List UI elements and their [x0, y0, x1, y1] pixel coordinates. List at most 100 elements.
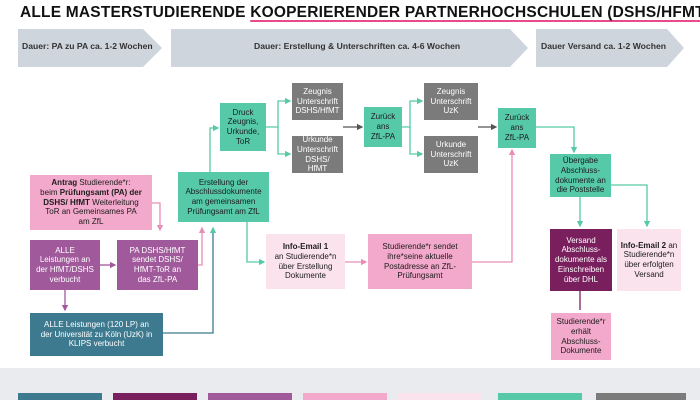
info-email-2-title: Info-Email 2	[620, 240, 667, 250]
page-title: ALLE MASTERSTUDIERENDE KOOPERIERENDER PA…	[20, 4, 700, 22]
uebergabe-line: Abschluss-	[560, 165, 601, 175]
arrow-postadresse-to-zurueck2	[472, 148, 516, 263]
zurueck-2-line: Zurück	[504, 113, 530, 123]
arrow-antrag-to-pa	[152, 202, 164, 232]
zurueck-zfl-box-2: Zurück ans ZfL-PA	[498, 108, 536, 148]
phase-arrow-3	[536, 29, 684, 67]
erhaelt-box: Studierende*r erhält Abschluss- Dokument…	[551, 313, 611, 360]
zeugnis-dshs-line: Zeugnis	[303, 86, 332, 96]
antrag-box: Antrag Studierende*r: beim Prüfungsamt (…	[30, 175, 152, 230]
pa-dshs-line: sendet DSHS/	[132, 255, 183, 265]
druck-box: Druck Zeugnis, Urkunde, ToR	[220, 103, 266, 151]
arrow-zurueck1-to-zeugnis-uzk	[402, 97, 424, 128]
zeugnis-uzk-line: Unterschrift	[430, 96, 472, 106]
phase-arrow-2	[171, 29, 528, 67]
alle-leistungen-box: ALLE Leistungen an der HfMT/DSHS verbuch…	[30, 240, 100, 290]
antrag-text-2: beim	[40, 187, 60, 197]
urkunde-dshs-line: DSHS/ HfMT	[305, 154, 330, 174]
zeugnis-uzk-line: UzK	[443, 106, 459, 116]
erhaelt-line: Dokumente	[560, 346, 602, 356]
phase-label-2: Dauer: Erstellung & Unterschriften ca. 4…	[254, 41, 461, 51]
info-email-2-box: Info-Email 2 an Studierende*n über erfol…	[617, 229, 681, 291]
klips-box: ALLE Leistungen (120 LP) an der Universi…	[30, 313, 163, 356]
postadresse-box: Studierende*r sendet ihre*seine aktuelle…	[368, 234, 472, 289]
arrow-klips-to-erstellung	[163, 226, 217, 334]
druck-line: Druck	[232, 107, 254, 117]
zurueck-zfl-box-1: Zurück ans ZfL-PA	[364, 107, 402, 147]
antrag-text-4: ToR an Gemeinsames PA	[45, 207, 137, 217]
info-email-2-line: Studierende*n	[623, 250, 675, 260]
postadresse-line: Studierende*r sendet	[382, 242, 458, 251]
title-part-2-underlined: KOOPERIERENDER PARTNERHOCHSCHULEN (DSHS/…	[250, 4, 700, 21]
druck-line: Urkunde,	[226, 127, 260, 136]
zurueck-1-line: ans	[376, 122, 390, 132]
antrag-text-5: am ZfL	[78, 217, 104, 227]
erstellung-line: Erstellung der	[198, 177, 249, 187]
pa-dshs-line: das ZfL-PA	[137, 274, 178, 284]
arrow-druck-to-zeugnis-dshs	[266, 97, 292, 128]
zurueck-1-line: ZfL-PA	[370, 131, 396, 141]
versand-box: Versand Abschluss- dokumente als Einschr…	[550, 229, 612, 291]
zeugnis-dshs-line: DSHS/HfMT	[295, 106, 340, 116]
alle-leistungen-line: der HfMT/DSHS	[36, 265, 94, 274]
erstellung-box: Erstellung der Abschlussdokumente am gem…	[178, 172, 269, 222]
zurueck-2-line: ans	[510, 123, 524, 133]
erhaelt-line: Studierende*r	[556, 317, 606, 326]
alle-leistungen-line: Leistungen an	[39, 255, 91, 265]
druck-line: Zeugnis,	[227, 117, 259, 127]
zeugnis-uzk-line: Zeugnis	[436, 86, 466, 96]
urkunde-dshs-line: Urkunde	[302, 135, 333, 144]
urkunde-dshs-line: Unterschrift	[297, 144, 338, 154]
klips-line: ALLE Leistungen (120 LP) an	[44, 319, 149, 329]
pa-dshs-box: PA DSHS/HfMT sendet DSHS/ HfMT-ToR an da…	[117, 240, 198, 290]
info-email-1-line: über Erstellung	[278, 261, 333, 271]
arrow-pa-to-erstellung	[198, 226, 206, 266]
phase-label-3: Dauer Versand ca. 1-2 Wochen	[541, 41, 666, 51]
uebergabe-line: Übergabe	[562, 156, 599, 165]
legend-swatch-teal	[498, 393, 582, 400]
versand-line: dokumente als	[554, 255, 608, 265]
erstellung-line: Prüfungsamt am ZfL	[187, 206, 260, 216]
alle-leistungen-line: ALLE	[55, 245, 75, 255]
erhaelt-line: erhält	[570, 326, 591, 336]
versand-line: Abschluss-	[561, 245, 601, 255]
zurueck-1-line: Zurück	[370, 112, 396, 122]
alle-leistungen-line: verbucht	[49, 274, 81, 284]
urkunde-dshs-box: Urkunde Unterschrift DSHS/ HfMT	[292, 135, 343, 174]
antrag-bold-2: Prüfungsamt (PA) der	[59, 187, 142, 197]
zurueck-2-line: ZfL-PA	[504, 132, 530, 142]
title-part-1: ALLE MASTERSTUDIERENDE	[20, 4, 251, 21]
klips-line: der Universität zu Köln (UzK) in	[40, 329, 153, 339]
legend-swatch-steel	[18, 393, 102, 400]
arrow-erstellung-to-druck	[209, 124, 220, 172]
postadresse-line: Postadresse an ZfL-	[383, 261, 457, 271]
arrow-druck-to-urkunde-dshs	[277, 127, 292, 158]
info-email-2-text: an	[666, 240, 678, 250]
legend-swatch-pink	[303, 393, 387, 400]
erstellung-line: Abschlussdokumente	[185, 187, 262, 197]
legend-swatch-gray	[596, 393, 686, 400]
arrow-zurueck2-to-uebergabe	[536, 126, 578, 154]
antrag-text-3: Weiterleitung	[89, 197, 139, 207]
zeugnis-dshs-line: Unterschrift	[297, 96, 338, 106]
info-email-1-title: Info-Email 1	[282, 242, 329, 251]
antrag-bold: Antrag	[51, 178, 78, 188]
phase-label-1: Dauer: PA zu PA ca. 1-2 Wochen	[22, 41, 153, 51]
uebergabe-box: Übergabe Abschluss- dokumente an die Pos…	[550, 154, 611, 197]
versand-line: Versand	[566, 235, 596, 245]
zeugnis-uzk-box: Zeugnis Unterschrift UzK	[424, 83, 478, 120]
urkunde-uzk-box: Urkunde Unterschrift UzK	[424, 136, 478, 173]
postadresse-line: Prüfungsamt	[397, 271, 443, 281]
erstellung-line: am gemeinsamen	[191, 197, 256, 206]
antrag-bold-3: DSHS/ HfMT	[43, 197, 90, 207]
info-email-2-line: über erfolgten	[624, 260, 674, 269]
klips-line: KLIPS verbucht	[68, 339, 125, 349]
phase-arrow-1	[18, 29, 162, 67]
postadresse-line: ihre*seine aktuelle	[387, 251, 453, 261]
info-email-1-line: an Studierende*n	[274, 251, 337, 261]
uebergabe-line: die Poststelle	[556, 185, 605, 195]
arrow-uebergabe-to-info2	[598, 184, 651, 228]
legend-swatch-light-pink	[398, 393, 482, 400]
druck-line: ToR	[235, 136, 251, 146]
